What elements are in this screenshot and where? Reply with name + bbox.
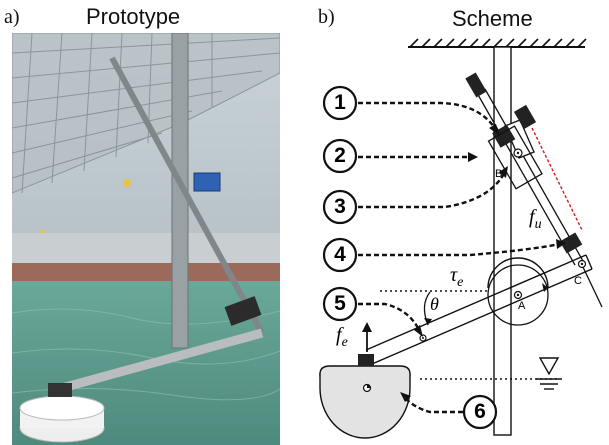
hub-circle bbox=[487, 264, 549, 326]
theta-label: θ bbox=[430, 294, 439, 314]
torque-arrow bbox=[487, 257, 549, 289]
panel-a-label: a) bbox=[4, 6, 20, 28]
red-dashed-line bbox=[531, 127, 583, 231]
force-fe-label: fe bbox=[336, 324, 348, 351]
scheme-diagram bbox=[319, 38, 603, 439]
ceiling-light bbox=[123, 179, 131, 187]
ceiling-support bbox=[408, 38, 587, 48]
torque-sub: e bbox=[457, 275, 464, 290]
force-fu-sub: u bbox=[534, 217, 542, 232]
water-level-symbol bbox=[536, 357, 562, 390]
vertical-pole bbox=[171, 33, 189, 349]
back-wall bbox=[12, 233, 280, 263]
vertical-post bbox=[493, 46, 512, 436]
force-fu-label: fu bbox=[529, 206, 542, 233]
callout-1: 1 bbox=[334, 91, 346, 114]
point-a-label: A bbox=[518, 300, 526, 312]
callout-6: 6 bbox=[474, 400, 486, 423]
torque-label: τe bbox=[450, 264, 463, 291]
callout-5: 5 bbox=[334, 292, 346, 315]
point-c-label: C bbox=[574, 275, 582, 287]
float bbox=[319, 354, 411, 439]
force-fe-base: f bbox=[336, 324, 342, 346]
panel-b-title: Scheme bbox=[452, 6, 533, 31]
prototype-photo bbox=[12, 33, 280, 445]
torque-base: τ bbox=[450, 264, 458, 286]
lower-arm bbox=[60, 328, 264, 393]
actuator-block bbox=[224, 296, 262, 326]
motor-box bbox=[193, 172, 221, 192]
force-fu-base: f bbox=[529, 206, 535, 228]
callout-circles bbox=[322, 85, 498, 430]
ceiling-grating bbox=[12, 33, 280, 194]
upper-actuator bbox=[465, 72, 584, 266]
float-top bbox=[19, 395, 105, 421]
load-cell-block bbox=[559, 232, 583, 254]
panel-b-label: b) bbox=[318, 6, 335, 28]
upper-arm bbox=[109, 56, 265, 335]
brick-band bbox=[12, 263, 280, 283]
callout-arrowheads bbox=[400, 124, 566, 402]
lower-arm bbox=[365, 254, 593, 365]
callout-3: 3 bbox=[334, 195, 346, 218]
float-sensor bbox=[48, 383, 72, 397]
point-b-label: B bbox=[495, 168, 503, 180]
panel-a-title: Prototype bbox=[86, 4, 181, 29]
callout-4: 4 bbox=[334, 243, 346, 266]
force-fe-sub: e bbox=[341, 335, 348, 350]
callout-2: 2 bbox=[334, 144, 346, 167]
